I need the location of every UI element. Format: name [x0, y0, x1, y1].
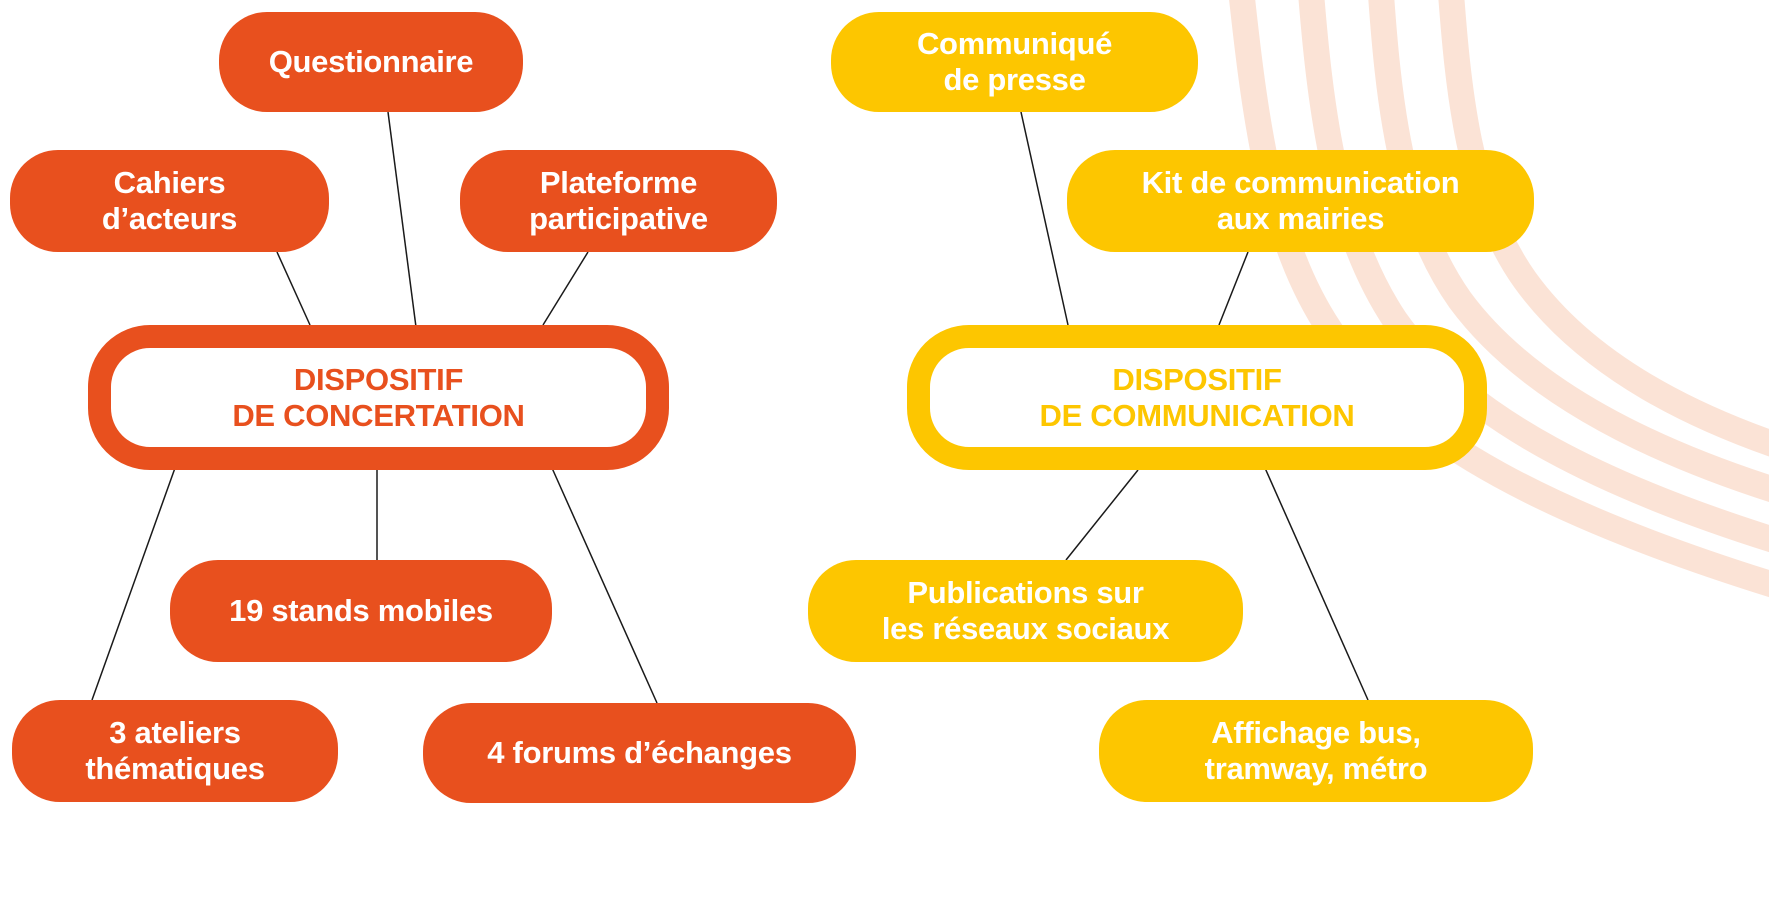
- connector-communique: [1020, 111, 1069, 326]
- connector-affichage: [1264, 467, 1369, 701]
- node-plateforme-participative: Plateforme participative: [460, 150, 777, 252]
- connector-ateliers: [91, 467, 176, 701]
- connector-publications: [1065, 469, 1139, 561]
- connector-plateforme: [542, 251, 589, 326]
- node-kit-de-communication: Kit de communication aux mairies: [1067, 150, 1534, 252]
- connector-cahiers: [276, 251, 311, 326]
- node-4-forums-dechanges: 4 forums d’échanges: [423, 703, 856, 803]
- node-3-ateliers-thematiques: 3 ateliers thématiques: [12, 700, 338, 802]
- node-communique-de-presse: Communiqué de presse: [831, 12, 1198, 112]
- node-publications-reseaux-sociaux: Publications sur les réseaux sociaux: [808, 560, 1243, 662]
- connector-kit: [1218, 251, 1249, 326]
- node-affichage-bus-tramway-metro: Affichage bus, tramway, métro: [1099, 700, 1533, 802]
- node-cahiers-dacteurs: Cahiers d’acteurs: [10, 150, 329, 252]
- connector-questionnaire: [387, 111, 417, 328]
- hub-dispositif-communication: DISPOSITIF DE COMMUNICATION: [907, 325, 1487, 470]
- hub-dispositif-concertation: DISPOSITIF DE CONCERTATION: [88, 325, 669, 470]
- node-questionnaire: Questionnaire: [219, 12, 523, 112]
- connector-forums: [551, 467, 658, 704]
- node-19-stands-mobiles: 19 stands mobiles: [170, 560, 552, 662]
